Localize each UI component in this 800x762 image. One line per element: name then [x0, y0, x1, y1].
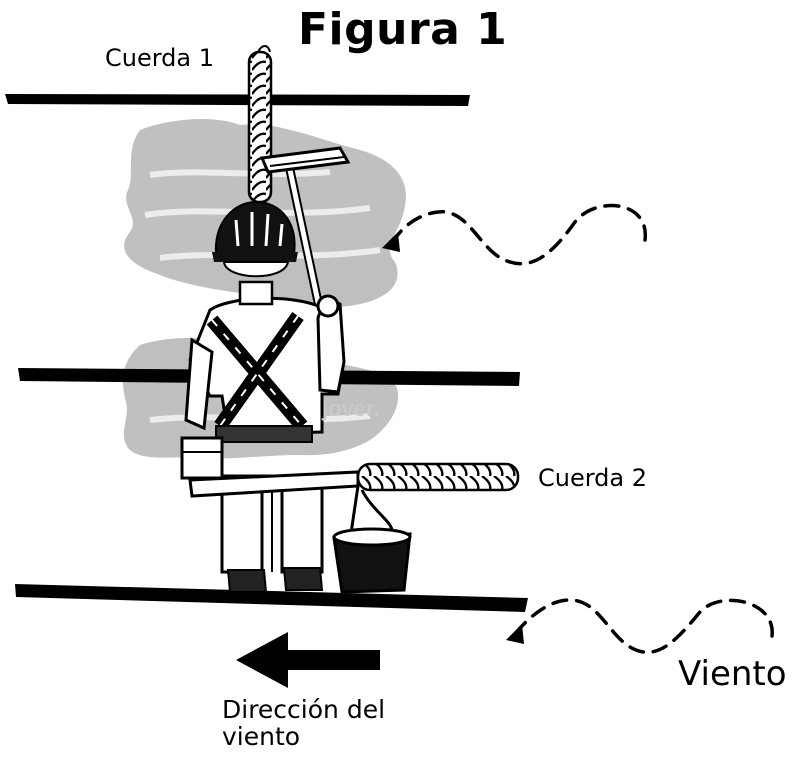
rope-2-label: Cuerda 2: [538, 464, 648, 492]
rope-2: [356, 462, 520, 492]
figure-title: Figura 1: [298, 4, 508, 55]
left-arrow-icon: [236, 632, 380, 688]
ledge-bottom: [15, 584, 528, 612]
bucket-icon: [332, 485, 412, 594]
hard-hat-icon: [212, 200, 298, 278]
wind-direction-label: Dirección del viento: [222, 695, 386, 751]
rope-1: [247, 45, 273, 204]
window-cleaner-worker-icon: [180, 280, 346, 593]
wind-gust-icon: [390, 203, 774, 654]
wind-arrowheads: [382, 232, 524, 644]
wind-label: Viento: [678, 654, 787, 694]
ledge-top: [5, 94, 470, 106]
watermark-text: jover.: [322, 396, 380, 421]
rope-1-label: Cuerda 1: [105, 44, 215, 72]
squeegee-icon: [259, 146, 351, 307]
